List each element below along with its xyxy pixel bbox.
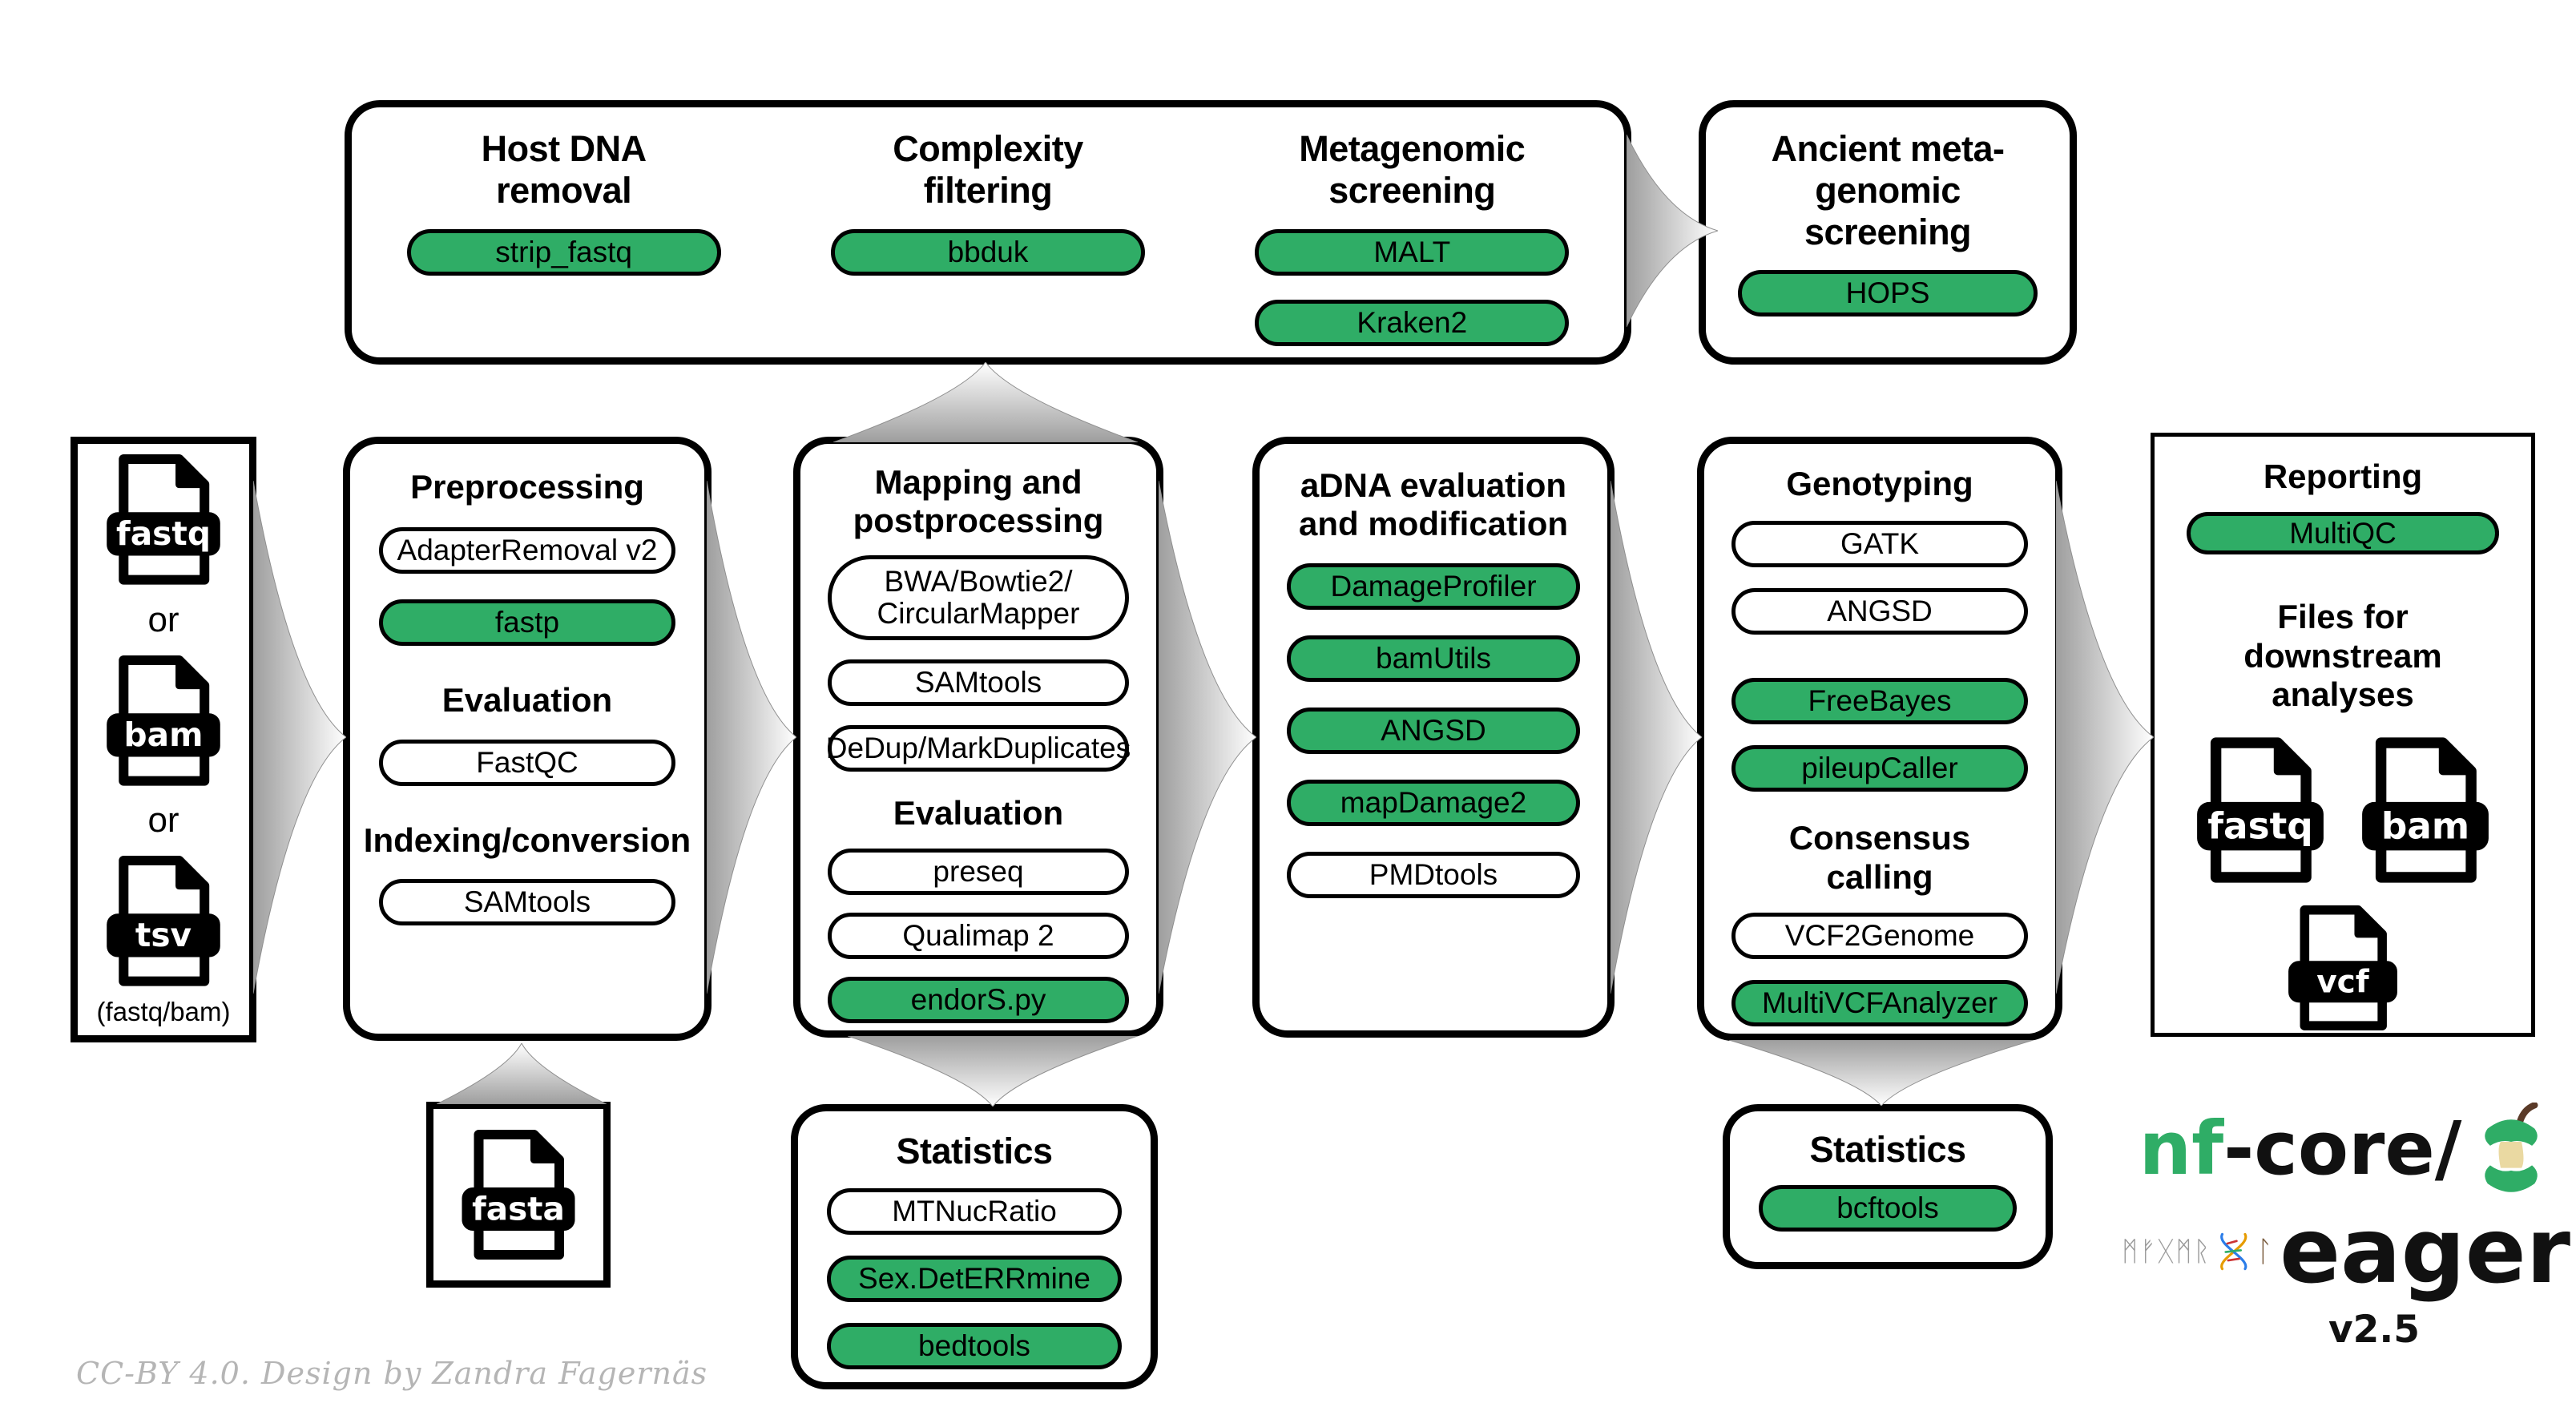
flow-arrow-metagenomic-to-ancient [1627,135,1718,327]
statistics-right-box: Statistics bcftools [1723,1104,2053,1269]
vcf-file-icon: vcf [2288,905,2397,1031]
svg-text:bam: bam [2381,804,2469,847]
section-title: Complexity filtering [893,128,1083,211]
genotyping-box: Genotyping GATK ANGSD FreeBayes pileupCa… [1697,437,2062,1041]
flow-arrow-genotyping-to-statistics [1729,1040,2034,1106]
tool-pill-mapdamage2: mapDamage2 [1287,779,1580,826]
host-dna-removal-section: Host DNA removal strip_fastq [352,107,776,357]
ancient-screening-box: Ancient meta- genomic screening HOPS [1699,100,2077,365]
flow-arrow-fasta-to-preprocessing [437,1043,607,1104]
dna-helix-icon [2220,1232,2247,1271]
mapping-box: Mapping and postprocessing BWA/Bowtie2/C… [793,437,1163,1038]
bam-file-icon: bam [2362,737,2489,883]
box-title: Mapping and postprocessing [853,463,1104,540]
metagenomic-screening-section: Metagenomic screening MALT Kraken2 [1200,107,1624,357]
tool-pill-hops: HOPS [1738,270,2038,317]
section-title: Metagenomic screening [1299,128,1526,211]
tool-pill-samtools: SAMtools [379,878,675,925]
flow-arrow-adna-to-genotyping [1611,481,1702,994]
tool-pill-malt: MALT [1255,228,1570,276]
tool-pill-bamutils: bamUtils [1287,635,1580,682]
tool-pill-adapterremoval: AdapterRemoval v2 [379,527,675,575]
tsv-note: (fastq/bam) [96,997,231,1027]
tool-pill-bcftools: bcftools [1759,1184,2017,1232]
tool-pill-mtnucratio: MTNucRatio [827,1187,1122,1235]
downstream-files-row: fastq bam [2193,735,2493,885]
flow-arrow-mapping-to-adna [1159,481,1256,994]
box-title: Preprocessing [410,468,644,506]
flow-arrow-input-to-preprocessing [253,481,346,994]
tool-pill-bwa-bowtie2-circularmapper: BWA/Bowtie2/CircularMapper [828,554,1129,640]
tool-pill-fastqc: FastQC [379,739,675,786]
sub-title-evaluation: Evaluation [893,793,1064,832]
files-downstream-title: Files for downstream analyses [2243,598,2442,713]
box-title: Reporting [2263,458,2423,495]
nf-core-eager-logo: nf-core/ ᛗᚠᚷᛗᚱ ᛚ eager v2.5 [2122,1103,2570,1352]
logo-runes-text: ᛗᚠᚷᛗᚱ [2122,1236,2211,1267]
tool-pill-multivcfanalyzer: MultiVCFAnalyzer [1731,979,2028,1026]
tool-pill-sexdeterrmine: Sex.DetERRmine [827,1255,1122,1302]
input-files-box: fastq or bam or tsv (fastq/bam) [71,437,256,1042]
tool-pill-bedtools: bedtools [827,1322,1122,1369]
svg-text:fastq: fastq [2207,804,2312,847]
tool-pill-fastp: fastp [379,599,675,647]
fastq-file-icon: fastq [107,454,220,585]
svg-text:bam: bam [124,716,204,754]
svg-text:fastq: fastq [116,514,211,553]
svg-text:tsv: tsv [135,916,191,954]
statistics-mid-box: Statistics MTNucRatio Sex.DetERRmine bed… [791,1104,1158,1389]
svg-text:vcf: vcf [2316,964,2370,1000]
flow-arrow-preprocessing-to-mapping [707,481,796,994]
or-label: or [147,599,179,639]
tool-pill-endors-py: endorS.py [828,976,1129,1023]
flow-arrow-genotyping-to-reporting [2056,481,2154,994]
section-title: Host DNA removal [481,128,647,211]
tool-pill-kraken2: Kraken2 [1255,299,1570,346]
box-title: aDNA evaluation and modification [1299,466,1568,543]
logo-nf-text: nf [2139,1106,2224,1191]
screening-box: Host DNA removal strip_fastq Complexity … [345,100,1631,365]
box-title: Statistics [896,1131,1053,1171]
tool-pill-vcf2genome: VCF2Genome [1731,912,2028,959]
tool-pill-multiqc: MultiQC [2187,512,2499,555]
tool-pill-samtools: SAMtools [828,659,1129,706]
tool-pill-pmdtools: PMDtools [1287,851,1580,898]
logo-eager-text: eager [2280,1199,2570,1304]
complexity-filtering-section: Complexity filtering bbduk [776,107,1199,357]
sub-title-consensus-calling: Consensus calling [1788,819,1971,896]
tool-pill-dedup-markduplicates: DeDup/MarkDuplicates [826,724,1131,772]
flow-arrow-mapping-to-statistics [848,1036,1138,1107]
tool-pill-freebayes: FreeBayes [1731,678,2028,725]
tool-pill-preseq: preseq [828,848,1129,895]
section-title: Ancient meta- genomic screening [1771,128,2005,252]
logo-rune-l-text: ᛚ [2256,1235,2274,1268]
tool-pill-bbduk: bbduk [830,228,1145,276]
logo-version: v2.5 [2328,1308,2420,1352]
fasta-file-icon: fasta [462,1130,575,1260]
tsv-file-icon: tsv [107,856,220,987]
logo-core-text: -core/ [2223,1106,2462,1191]
tool-pill-pileupcaller: pileupCaller [1731,745,2028,792]
or-label: or [147,800,179,841]
adna-evaluation-box: aDNA evaluation and modification DamageP… [1252,437,1615,1038]
svg-text:fasta: fasta [472,1190,565,1228]
tool-pill-angsd: ANGSD [1287,707,1580,754]
tool-pill-gatk: GATK [1731,521,2028,568]
sub-title-indexing: Indexing/conversion [363,820,691,859]
tool-pill-qualimap2: Qualimap 2 [828,912,1129,959]
tool-pill-angsd: ANGSD [1731,588,2028,635]
tool-pill-strip-fastq: strip_fastq [406,228,721,276]
box-title: Statistics [1809,1129,1966,1170]
fasta-reference-box: fasta [426,1102,611,1288]
flow-arrow-mapping-to-screening [833,362,1138,442]
reporting-box: Reporting MultiQC Files for downstream a… [2151,433,2535,1037]
bam-file-icon: bam [107,655,220,786]
sub-title-evaluation: Evaluation [441,681,613,720]
apple-core-icon [2485,1103,2538,1192]
license-credit: CC-BY 4.0. Design by Zandra Fagernäs [76,1356,708,1391]
tool-pill-damageprofiler: DamageProfiler [1287,562,1580,610]
fastq-file-icon: fastq [2197,737,2324,883]
box-title: Genotyping [1786,465,1973,502]
preprocessing-box: Preprocessing AdapterRemoval v2 fastp Ev… [343,437,712,1041]
